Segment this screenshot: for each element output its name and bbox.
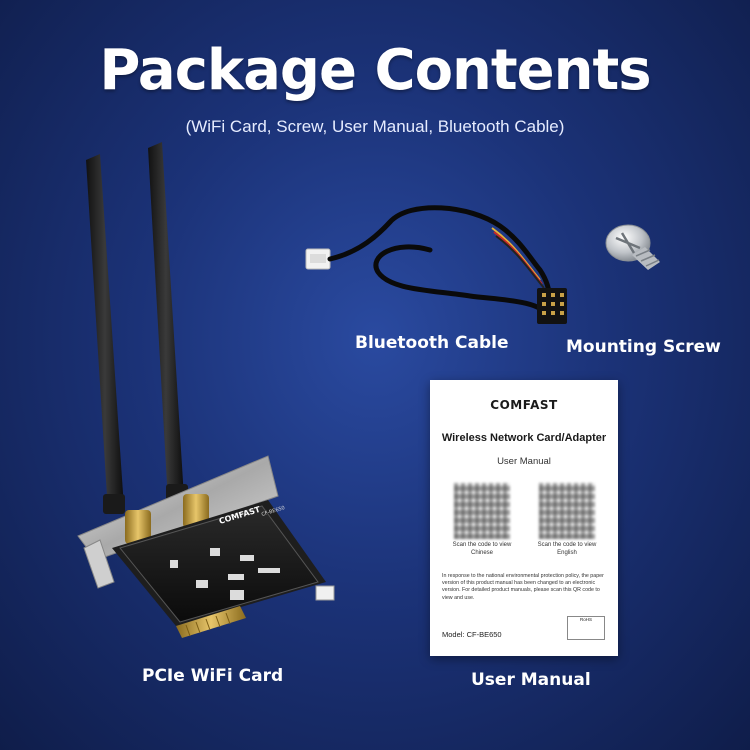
wifi-card-label: PCIe WiFi Card [142,666,284,686]
user-manual-label: User Manual [471,670,591,690]
manual-body-text: In response to the national environmenta… [442,573,604,601]
manual-heading: Wireless Network Card/Adapter [441,432,607,444]
manual-brand: COMFAST [490,398,558,412]
mounting-screw-label: Mounting Screw [566,337,721,357]
qr-caption-chinese: Scan the code to view Chinese [452,542,512,556]
qr-code-english [539,483,595,539]
user-manual-image: COMFAST Wireless Network Card/Adapter Us… [430,380,618,656]
page-title: Package Contents [99,38,651,103]
mounting-screw-image [605,224,660,270]
page-subtitle: (WiFi Card, Screw, User Manual, Bluetoot… [185,117,565,136]
pcie-wifi-card-image: COMFAST CF-BE650 [77,142,335,638]
qr-code-chinese [454,483,510,539]
bluetooth-cable-label: Bluetooth Cable [355,333,509,353]
bluetooth-cable-image [305,205,567,324]
manual-model: Model: CF-BE650 [442,630,502,639]
rohs-badge: RoHS [567,616,605,640]
qr-caption-english: Scan the code to view English [537,542,597,556]
manual-subheading: User Manual [497,456,551,467]
